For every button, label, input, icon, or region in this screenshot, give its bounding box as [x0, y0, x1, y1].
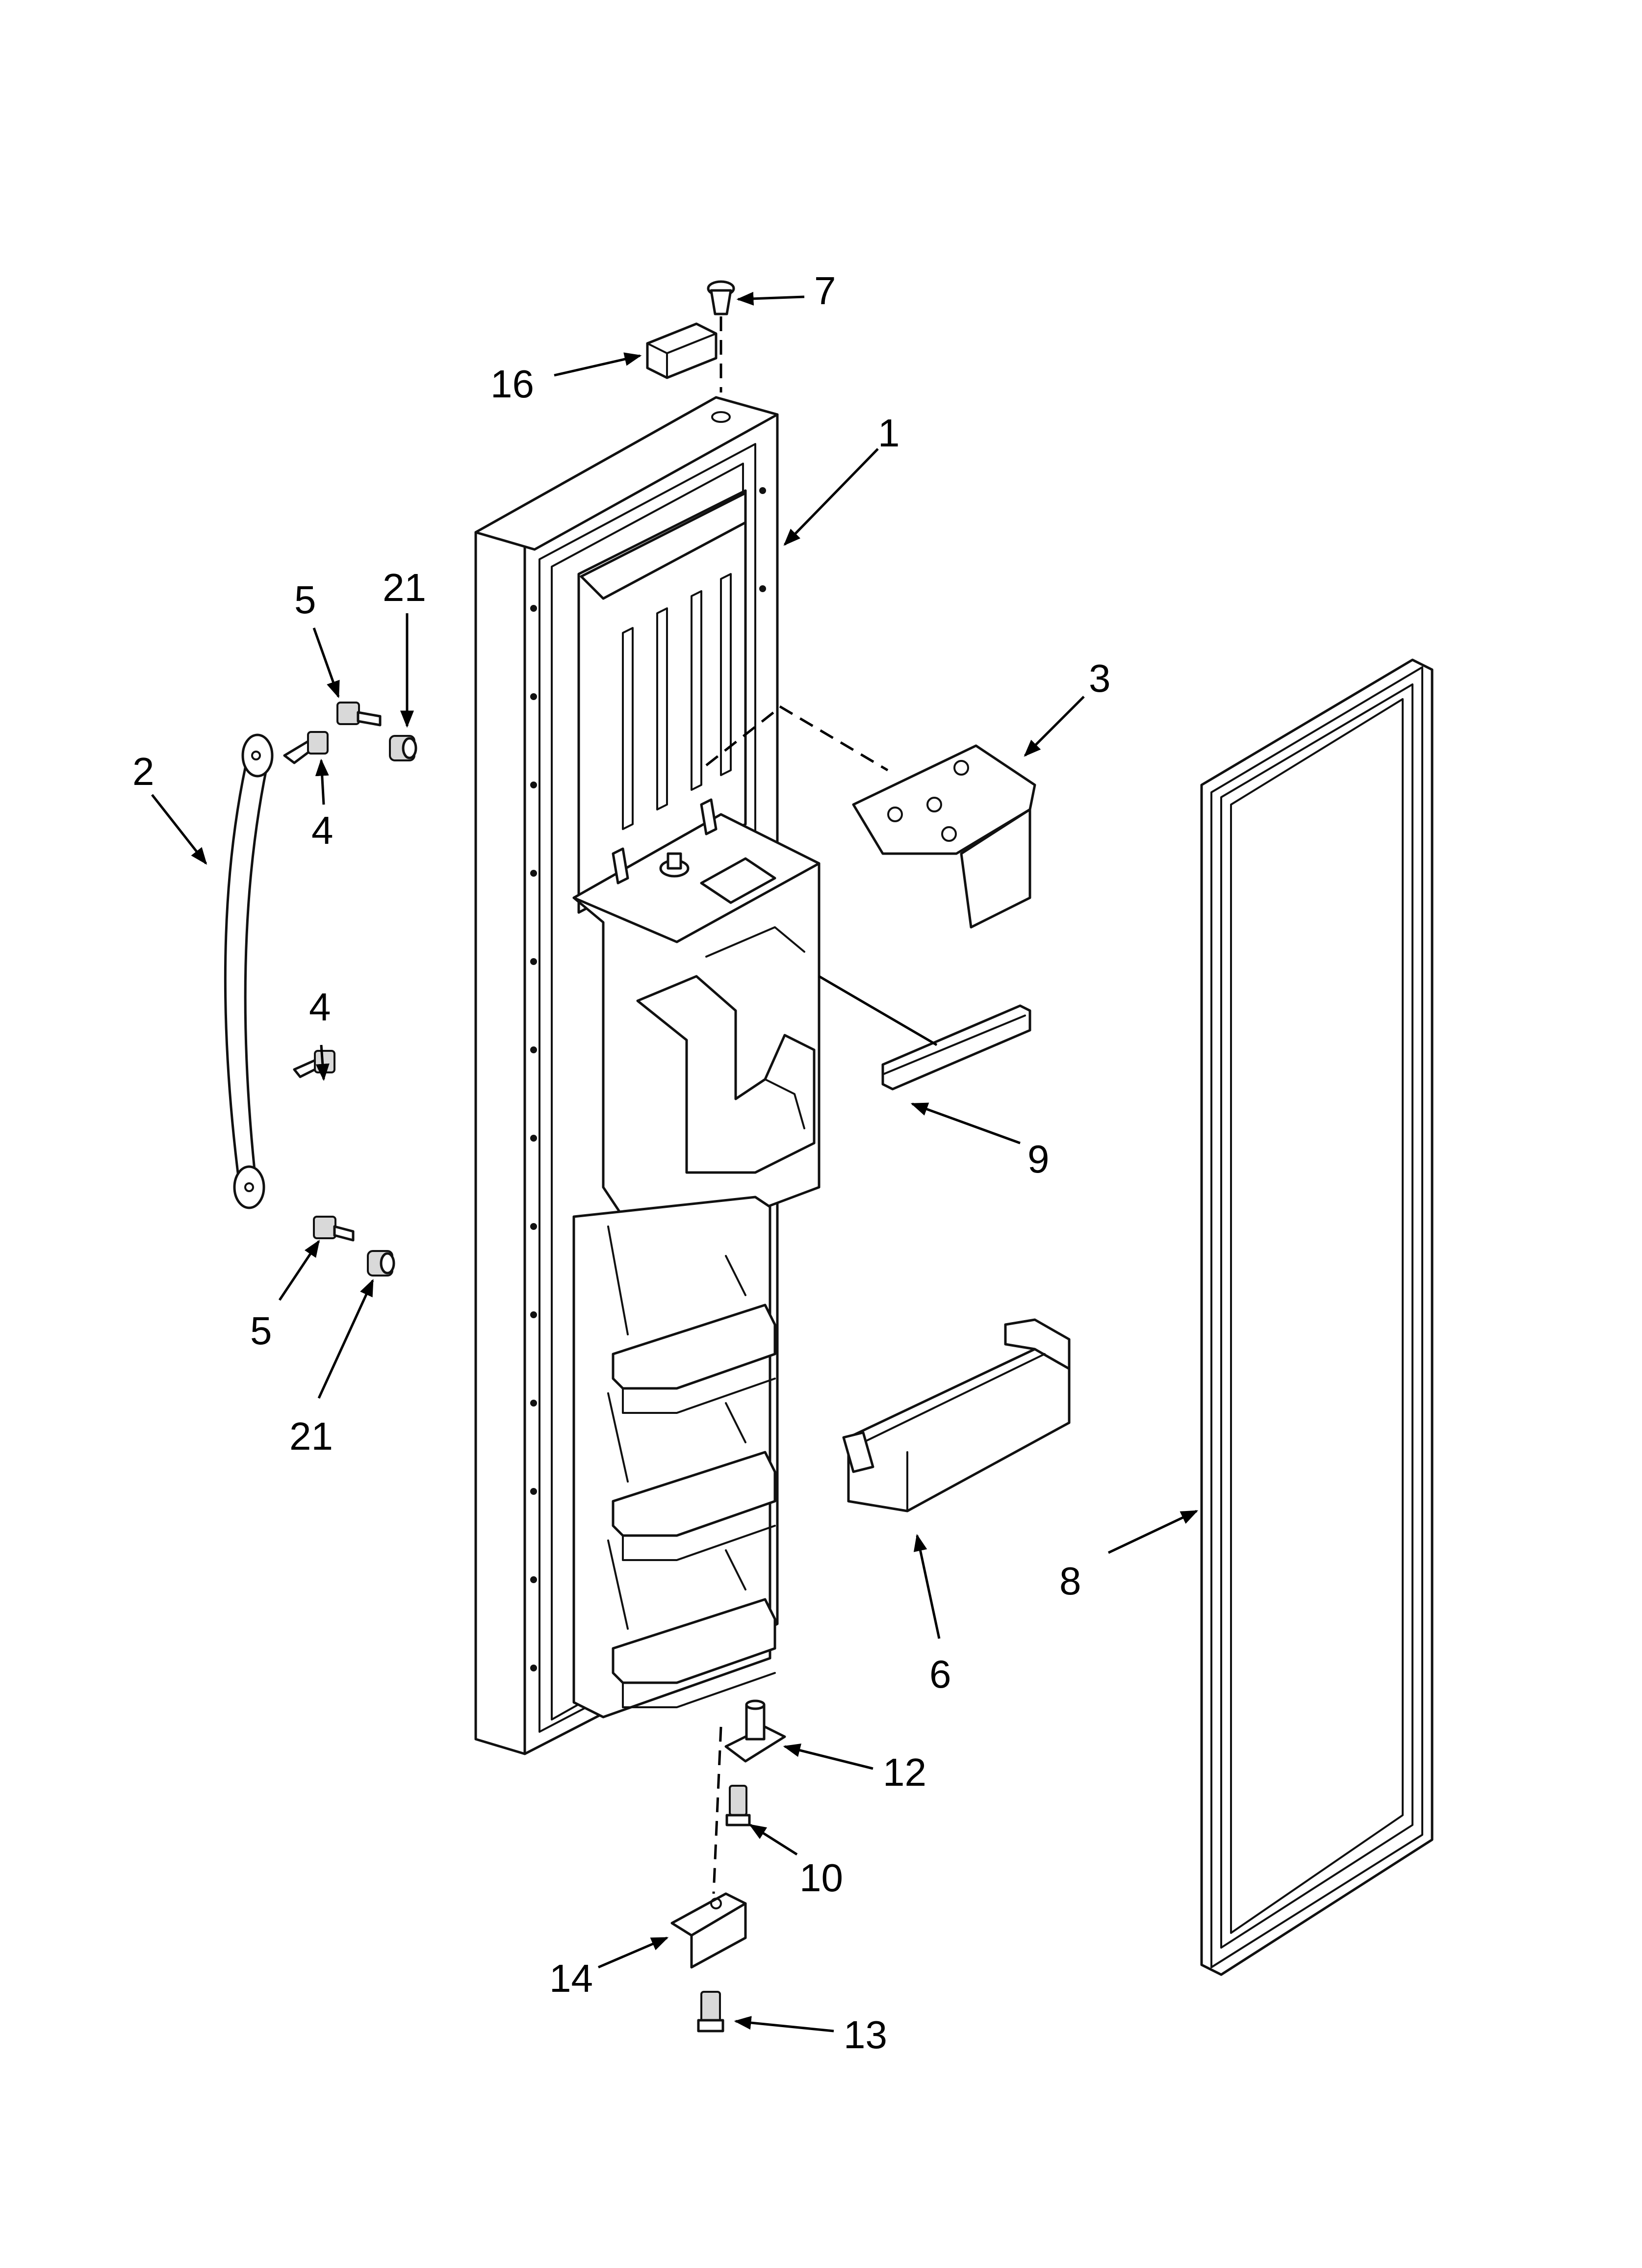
callout-13: 13 [844, 2013, 887, 2057]
callout-3: 3 [1089, 656, 1111, 700]
callout-5-lower: 5 [250, 1309, 272, 1353]
part-6-bin [842, 1318, 1071, 1512]
part-16-hinge-cover [646, 322, 718, 379]
part-13-screw [697, 1991, 724, 2033]
screw-4-upper [283, 731, 329, 764]
part-12-hinge-pin [724, 1699, 786, 1763]
callout-4-upper: 4 [311, 808, 334, 852]
part-14-hinge [670, 1892, 747, 1969]
door-assembly [474, 396, 821, 1755]
callout-16: 16 [490, 362, 534, 406]
callout-7: 7 [814, 269, 836, 313]
part-8-gasket [1200, 658, 1434, 1976]
part-9-strip [881, 1004, 1031, 1091]
part-3-cover [852, 744, 1036, 929]
callout-2: 2 [132, 750, 154, 793]
callout-1: 1 [878, 411, 900, 455]
spacer-21-lower [367, 1250, 395, 1277]
screw-4-lower [293, 1050, 335, 1078]
handle [224, 733, 274, 1209]
callout-9: 9 [1027, 1137, 1050, 1181]
callout-labels: 1 2 3 4 4 5 5 6 7 8 9 10 12 13 14 16 21 … [132, 269, 1111, 2057]
spacer-21-upper [389, 735, 417, 761]
callout-21-lower: 21 [289, 1414, 333, 1458]
callout-21-upper: 21 [383, 566, 426, 609]
liner-holes [530, 487, 766, 1671]
callout-12: 12 [883, 1750, 926, 1794]
screw-5-lower [313, 1216, 355, 1242]
part-7-bushing [707, 280, 735, 315]
part-10-screw [725, 1785, 751, 1826]
callout-5-upper: 5 [294, 578, 316, 622]
callout-6: 6 [929, 1652, 951, 1696]
screw-5-upper [336, 702, 382, 727]
callout-10: 10 [799, 1856, 843, 1900]
callout-14: 14 [549, 1956, 593, 2000]
leader-lines [151, 291, 1199, 2033]
callout-8: 8 [1059, 1559, 1081, 1603]
callout-4-lower: 4 [309, 985, 331, 1029]
